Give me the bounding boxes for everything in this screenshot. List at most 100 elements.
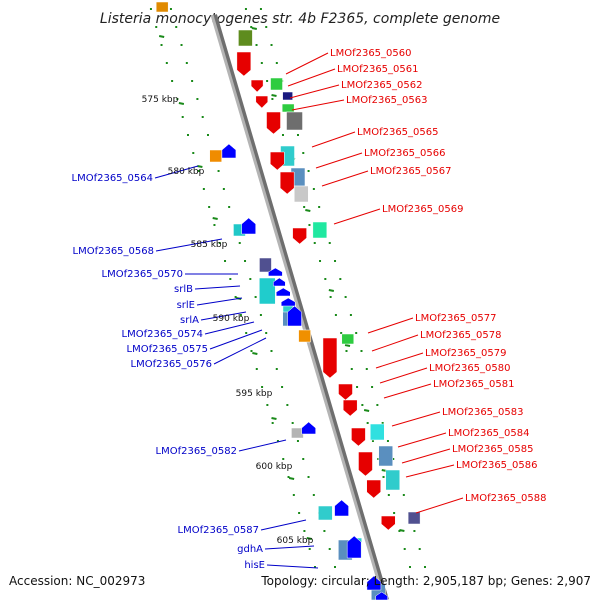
position-tick-label: 585 kbp (191, 240, 228, 250)
track-dot (259, 314, 262, 316)
track-dot (249, 278, 252, 280)
feature-arrows (221, 51, 396, 600)
track-dot (165, 62, 168, 64)
leader-line (405, 464, 455, 478)
forward-gene-arrow (255, 95, 269, 109)
forward-gene-label: LMOf2365_0563 (346, 95, 428, 106)
leader-line (401, 448, 451, 464)
track-dot (340, 332, 343, 334)
leader-line (391, 411, 441, 427)
track-dot (192, 152, 195, 154)
feature-block (369, 423, 385, 441)
track-dot (313, 566, 316, 568)
track-dot (418, 548, 421, 550)
track-dot (206, 134, 209, 136)
track-dot (276, 440, 279, 442)
feature-block (281, 103, 295, 113)
topology-summary: Topology: circular; Length: 2,905,187 bp… (260, 574, 591, 588)
reverse-gene-labels: LMOf2365_0564LMOf2365_0568LMOf2365_0570s… (72, 173, 266, 571)
track-dot (307, 170, 310, 172)
track-dot (185, 62, 188, 64)
track-tick (399, 529, 405, 532)
track-dot (228, 206, 231, 208)
track-dot (334, 314, 337, 316)
leader-line (209, 329, 263, 350)
track-tick (288, 477, 295, 480)
track-dot (355, 332, 358, 334)
forward-gene-label: LMOf2365_0569 (382, 204, 464, 215)
reverse-gene-arrow (375, 591, 388, 600)
track-dot (393, 512, 396, 514)
track-tick (251, 27, 258, 30)
track-dot (244, 8, 247, 10)
track-dot (202, 188, 205, 190)
leader-line (266, 564, 319, 569)
track-dot (254, 296, 257, 298)
track-dot (303, 530, 306, 532)
track-dot (312, 188, 315, 190)
track-dot (238, 242, 241, 244)
feature-block (318, 505, 333, 521)
feature-block (286, 111, 303, 131)
track-tick (344, 344, 351, 347)
leader-line (264, 545, 315, 550)
track-dot (171, 80, 174, 82)
forward-gene-arrow (358, 451, 373, 477)
feature-block (155, 1, 169, 13)
track-dot (271, 422, 274, 424)
leader-line (213, 337, 267, 365)
track-dot (260, 62, 263, 64)
forward-gene-arrow (366, 479, 381, 499)
track-dot (201, 116, 204, 118)
backbone-shadow (211, 14, 389, 600)
forward-gene-label: LMOf2365_0579 (425, 348, 507, 359)
track-dot (313, 242, 316, 244)
track-dot (239, 314, 242, 316)
forward-gene-label: LMOf2365_0578 (420, 330, 502, 341)
reverse-gene-arrow (280, 297, 296, 307)
track-dot (302, 458, 305, 460)
leader-line (415, 497, 464, 514)
track-dot (222, 188, 225, 190)
track-dot (196, 98, 199, 100)
leader-line (200, 311, 247, 321)
reverse-gene-arrow (273, 277, 286, 287)
track-dot (382, 476, 385, 478)
forward-gene-arrow (279, 171, 295, 195)
reverse-gene-label: LMOf2365_0574 (122, 329, 204, 340)
forward-gene-label: LMOf2365_0585 (452, 444, 534, 455)
reverse-gene-arrow (287, 305, 302, 327)
feature-block (385, 469, 401, 491)
track-dot (160, 44, 163, 46)
track-dot (423, 566, 426, 568)
track-dot (266, 80, 269, 82)
forward-gene-arrow (338, 383, 353, 401)
track-dot (229, 278, 232, 280)
track-dot (291, 422, 294, 424)
forward-gene-label: LMOf2365_0562 (341, 80, 423, 91)
forward-gene-arrow (266, 111, 281, 135)
leader-line (371, 334, 419, 352)
track-dot (281, 386, 284, 388)
track-dot (349, 314, 352, 316)
track-dot (312, 494, 315, 496)
track-dot (323, 530, 326, 532)
leader-line (194, 285, 241, 290)
track-dot (296, 440, 299, 442)
feature-block (407, 511, 421, 525)
reverse-gene-arrow (346, 535, 362, 559)
forward-gene-arrow (322, 337, 338, 379)
leader-line (285, 52, 329, 75)
reverse-gene-label: LMOf2365_0576 (131, 359, 213, 370)
reverse-gene-arrow (334, 499, 349, 517)
leader-line (238, 439, 287, 452)
track-dot (281, 134, 284, 136)
reverse-gene-label: hisE (244, 560, 265, 571)
track-tick (305, 209, 311, 212)
forward-gene-arrow (381, 515, 396, 531)
reverse-gene-label: LMOf2365_0575 (127, 344, 209, 355)
track-dot (250, 26, 253, 28)
leader-line (260, 519, 307, 531)
track-dot (296, 134, 299, 136)
track-dot (366, 422, 369, 424)
